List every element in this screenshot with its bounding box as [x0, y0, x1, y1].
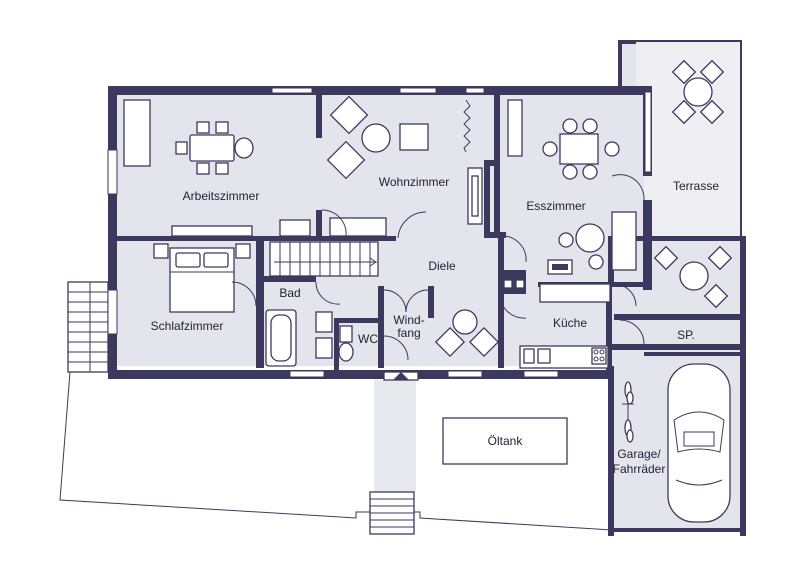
label-kueche: Küche: [553, 316, 587, 330]
windows: [107, 87, 652, 378]
oil-tank: [442, 417, 568, 465]
outdoor-stairs: [67, 281, 109, 373]
label-diele: Diele: [428, 259, 456, 273]
wohnzimmer-furniture: [326, 95, 483, 237]
label-garage-line1: Garage/: [617, 447, 661, 461]
walls: [108, 86, 746, 379]
label-wohnzimmer: Wohnzimmer: [379, 175, 449, 189]
entrance-path: [369, 380, 416, 535]
label-oeltank: Öltank: [488, 434, 524, 448]
garden-area: [59, 371, 613, 531]
label-esszimmer: Esszimmer: [526, 199, 585, 213]
label-schlafzimmer: Schlafzimmer: [151, 319, 224, 333]
label-wc: WC: [358, 332, 378, 346]
label-windfang-line1: Wind-: [393, 313, 424, 327]
bad-fixtures: [265, 309, 354, 367]
label-terrasse: Terrasse: [673, 179, 719, 193]
arbeitszimmer-furniture: [123, 99, 311, 237]
car-icon: [667, 363, 731, 523]
bicycle-icon: [622, 381, 634, 443]
kueche-fixtures: [503, 279, 611, 369]
windfang-furniture: [434, 309, 500, 358]
esszimmer-furniture: [507, 99, 637, 275]
label-bad: Bad: [279, 286, 300, 300]
terrace-furniture: [653, 59, 733, 309]
doors: [231, 174, 645, 381]
schlafzimmer-furniture: [153, 243, 251, 313]
label-windfang-line2: fang: [397, 326, 420, 340]
label-garage-line2: Fahrräder: [613, 462, 666, 476]
label-speisekammer: SP.: [677, 328, 695, 342]
label-arbeitszimmer: Arbeitszimmer: [183, 189, 260, 203]
room-labels: Arbeitszimmer Wohnzimmer Esszimmer Terra…: [151, 175, 720, 476]
interior-stairs: [269, 241, 379, 277]
